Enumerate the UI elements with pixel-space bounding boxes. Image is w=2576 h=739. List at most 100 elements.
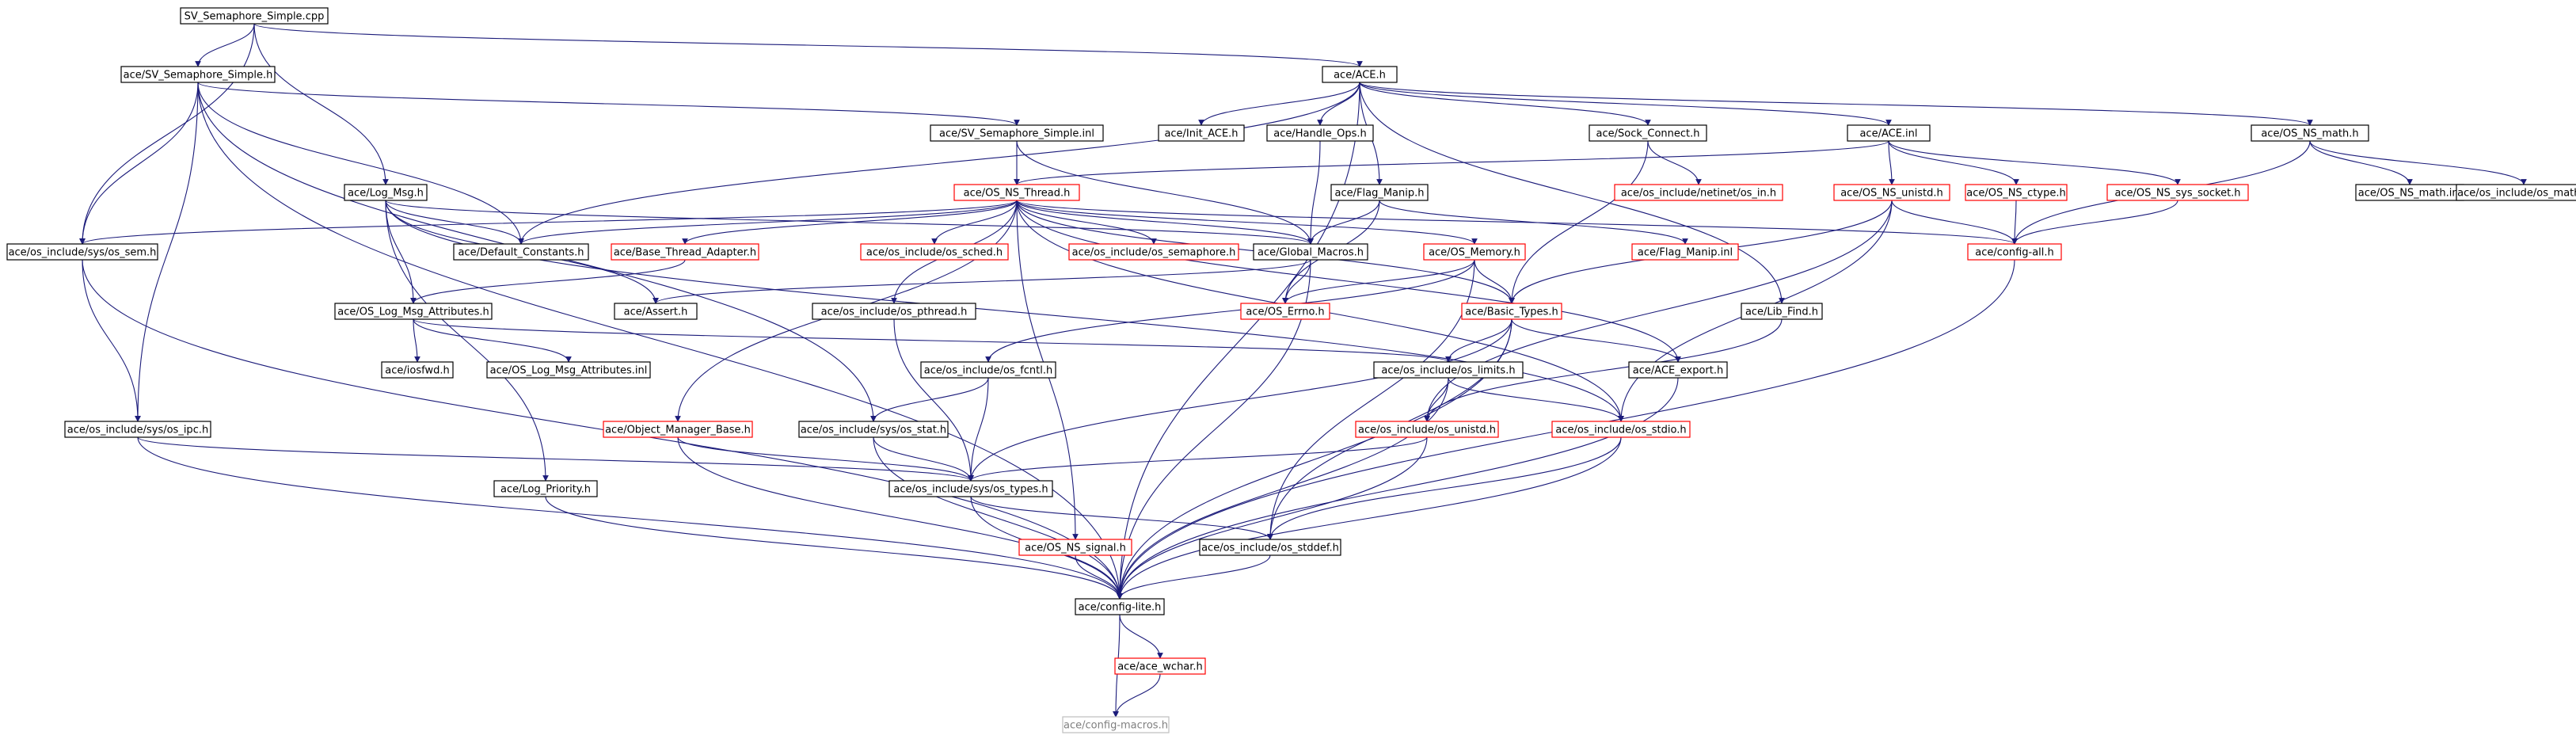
node-osmemory[interactable]: ace/OS_Memory.h (1423, 243, 1526, 261)
edge-osnsthread-to-ossched (931, 200, 1018, 245)
node-svinl[interactable]: ace/SV_Semaphore_Simple.inl (930, 124, 1104, 142)
node-netinetin[interactable]: ace/os_include/netinet/os_in.h (1614, 184, 1783, 201)
node-label: ace/Handle_Ops.h (1273, 128, 1366, 140)
node-svh[interactable]: ace/SV_Semaphore_Simple.h (120, 66, 276, 83)
node-configlite[interactable]: ace/config-lite.h (1075, 598, 1165, 615)
node-osnsmathh[interactable]: ace/OS_NS_math.h (2251, 124, 2369, 142)
edge-oslogmsgattr-to-oslogmsgattrinl (413, 318, 572, 363)
node-oslogmsgattrinl[interactable]: ace/OS_Log_Msg_Attributes.inl (486, 361, 651, 379)
edge-aceh-to-defconst (518, 82, 1360, 245)
edge-sockconnect-to-basictypes (1509, 140, 1649, 304)
edge-root-to-svh (195, 23, 255, 67)
node-logpriority[interactable]: ace/Log_Priority.h (493, 480, 598, 497)
node-osnsunistd[interactable]: ace/OS_NS_unistd.h (1833, 184, 1950, 201)
node-sysipc[interactable]: ace/os_include/sys/os_ipc.h (64, 421, 211, 438)
node-osnsthread[interactable]: ace/OS_NS_Thread.h (953, 184, 1080, 201)
node-osstddef[interactable]: ace/os_include/os_stddef.h (1199, 539, 1341, 556)
node-logmsg[interactable]: ace/Log_Msg.h (344, 184, 428, 201)
node-libfind[interactable]: ace/Lib_Find.h (1741, 303, 1823, 320)
node-handleops[interactable]: ace/Handle_Ops.h (1266, 124, 1374, 142)
node-root[interactable]: SV_Semaphore_Simple.cpp (180, 7, 329, 25)
node-osunistd[interactable]: ace/os_include/os_unistd.h (1355, 421, 1499, 438)
node-osmath[interactable]: ace/os_include/os_math.h (2456, 184, 2576, 201)
edge-flagmanip-to-globalmacros (1307, 200, 1380, 245)
node-sockconnect[interactable]: ace/Sock_Connect.h (1589, 124, 1707, 142)
edge-globalmacros-to-configlite (1117, 259, 1311, 600)
node-box (798, 421, 949, 438)
edge-osunistd-to-configlite (1117, 436, 1428, 600)
node-flagmanipinl[interactable]: ace/Flag_Manip.inl (1631, 243, 1739, 261)
node-osfcntl[interactable]: ace/os_include/os_fcntl.h (920, 361, 1056, 379)
node-configmacros[interactable]: ace/config-macros.h (1062, 716, 1170, 733)
node-box (1741, 303, 1823, 320)
edge-basethread-to-oslogmsgattr (410, 259, 686, 304)
node-oslogmsgattr[interactable]: ace/OS_Log_Msg_Attributes.h (334, 303, 493, 320)
edge-osstdio-to-configlite (1117, 436, 1622, 600)
node-label: ace/SV_Semaphore_Simple.inl (939, 128, 1094, 140)
edge-aceexport-to-configlite (1117, 377, 1679, 600)
node-box (1833, 184, 1950, 201)
node-box (493, 480, 598, 497)
node-iosfwd[interactable]: ace/iosfwd.h (381, 361, 454, 379)
node-basictypes[interactable]: ace/Basic_Types.h (1461, 303, 1562, 320)
node-defconst[interactable]: ace/Default_Constants.h (453, 243, 589, 261)
edge-osfcntl-to-sysstat (870, 377, 989, 422)
node-oserrno[interactable]: ace/OS_Errno.h (1240, 303, 1330, 320)
node-assert[interactable]: ace/Assert.h (614, 303, 698, 320)
node-syssem[interactable]: ace/os_include/sys/os_sem.h (6, 243, 158, 261)
dependency-edges (79, 23, 2527, 718)
node-osstdio[interactable]: ace/os_include/os_stdio.h (1551, 421, 1691, 438)
node-label: ace/OS_NS_unistd.h (1840, 188, 1943, 200)
edge-osnsthread-to-defconst (518, 200, 1018, 245)
node-acewchar[interactable]: ace/ace_wchar.h (1114, 657, 1206, 675)
node-box (603, 421, 753, 438)
node-label: ace/config-all.h (1975, 247, 2054, 259)
edge-osnsthread-to-configall (1016, 200, 2018, 245)
node-label: ace/iosfwd.h (385, 365, 449, 377)
node-osnssignal[interactable]: ace/OS_NS_signal.h (1018, 539, 1132, 556)
node-osnsctype[interactable]: ace/OS_NS_ctype.h (1965, 184, 2068, 201)
node-ossched[interactable]: ace/os_include/os_sched.h (860, 243, 1009, 261)
node-systypes[interactable]: ace/os_include/sys/os_types.h (888, 480, 1053, 497)
node-aceinl[interactable]: ace/ACE.inl (1847, 124, 1931, 142)
node-box (2251, 124, 2369, 142)
node-oslimits[interactable]: ace/os_include/os_limits.h (1373, 361, 1524, 379)
node-aceh[interactable]: ace/ACE.h (1322, 66, 1398, 83)
node-box (888, 480, 1053, 497)
node-box (1253, 243, 1368, 261)
edge-svh-to-configlite (197, 82, 1123, 600)
edge-osnsunistd-to-osunistd (1424, 200, 1893, 422)
node-box (381, 361, 454, 379)
node-initace[interactable]: ace/Init_ACE.h (1158, 124, 1245, 142)
node-label: ace/OS_NS_signal.h (1025, 543, 1126, 554)
node-label: ace/ACE.h (1334, 70, 1386, 82)
node-box (334, 303, 493, 320)
edge-osmemory-to-osfcntl (985, 259, 1475, 363)
edge-osmemory-to-oserrno (1282, 259, 1475, 304)
node-label: ace/OS_NS_sys_socket.h (2114, 188, 2240, 200)
node-ossemaphore[interactable]: ace/os_include/os_semaphore.h (1068, 243, 1239, 261)
node-osnsmathinl[interactable]: ace/OS_NS_math.inl (2355, 184, 2464, 201)
edge-sysstat-to-systypes (873, 436, 974, 482)
node-label: ace/os_include/os_math.h (2457, 188, 2576, 200)
node-ospthread[interactable]: ace/os_include/os_pthread.h (812, 303, 976, 320)
edge-aceinl-to-osnsctype (1888, 140, 2019, 185)
node-aceexport[interactable]: ace/ACE_export.h (1628, 361, 1728, 379)
node-sysstat[interactable]: ace/os_include/sys/os_stat.h (798, 421, 949, 438)
node-box (1240, 303, 1330, 320)
node-label: ace/os_include/os_sched.h (866, 247, 1003, 259)
edge-osnsmathh-to-osmath (2309, 140, 2527, 185)
node-flagmanip[interactable]: ace/Flag_Manip.h (1330, 184, 1429, 201)
node-label: ace/Basic_Types.h (1465, 307, 1558, 318)
node-objmgr[interactable]: ace/Object_Manager_Base.h (603, 421, 753, 438)
node-globalmacros[interactable]: ace/Global_Macros.h (1253, 243, 1368, 261)
edge-osstdio-to-osstddef (1267, 436, 1622, 540)
edge-syssem-to-sysipc (82, 259, 141, 422)
edge-objmgr-to-systypes (677, 436, 974, 482)
edge-osnsmathh-to-osnsmathinl (2309, 140, 2413, 185)
node-label: ace/os_include/sys/os_sem.h (9, 247, 157, 259)
node-box (120, 66, 276, 83)
node-configall[interactable]: ace/config-all.h (1967, 243, 2062, 261)
node-basethread[interactable]: ace/Base_Thread_Adapter.h (611, 243, 759, 261)
node-osnssyssocket[interactable]: ace/OS_NS_sys_socket.h (2106, 184, 2249, 201)
